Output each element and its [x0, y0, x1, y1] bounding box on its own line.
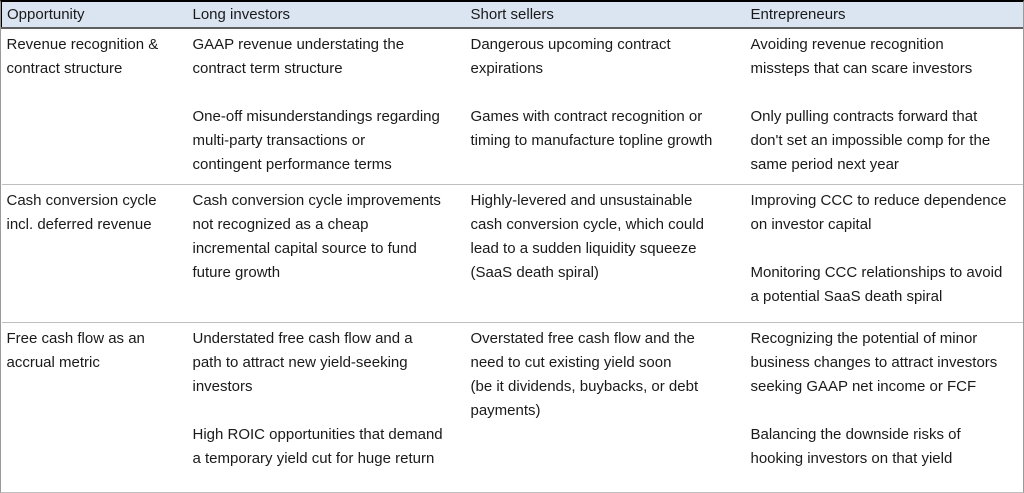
cell-paragraph: Cash conversion cycle incl. deferred rev… — [6, 191, 157, 233]
table-cell: Revenue recognition & contract structure — [2, 28, 188, 184]
cell-paragraph: Revenue recognition & contract structure — [6, 36, 159, 77]
header-short-sellers: Short sellers — [465, 2, 746, 29]
table-cell: Understated free cash flow and a path to… — [188, 322, 466, 488]
header-opportunity: Opportunity — [1, 2, 188, 29]
cell-paragraph: Monitoring CCC relationships to avoid a … — [750, 263, 1003, 305]
cell-paragraph: Free cash flow as an accrual metric — [6, 329, 145, 371]
cell-paragraph: GAAP revenue understating the contract t… — [192, 36, 405, 77]
table-row: Cash conversion cycle incl. deferred rev… — [1, 184, 1024, 322]
cell-paragraph: Improving CCC to reduce dependence on in… — [750, 191, 1007, 233]
cell-paragraph: High ROIC opportunities that demand a te… — [192, 425, 443, 467]
table-cell: Highly-levered and unsustainable cash co… — [466, 184, 746, 322]
table-cell: Overstated free cash flow and the need t… — [466, 322, 746, 488]
table-row: Revenue recognition & contract structure… — [1, 28, 1024, 184]
header-long-investors: Long investors — [187, 2, 466, 29]
cell-paragraph: Cash conversion cycle improvements not r… — [192, 191, 441, 281]
table-cell: Recognizing the potential of minor busin… — [746, 322, 1024, 488]
cell-paragraph: One-off misunderstandings regarding mult… — [192, 108, 440, 173]
table-row: Free cash flow as an accrual metric Under… — [2, 322, 1024, 488]
table-body: Revenue recognition & contract structure… — [1, 28, 1024, 488]
cell-paragraph: Understated free cash flow and a path to… — [192, 329, 413, 395]
cell-paragraph: Only pulling contracts forward that don'… — [750, 108, 991, 173]
table-cell: GAAP revenue understating the contract t… — [188, 28, 466, 184]
cell-paragraph: Dangerous upcoming contract expirations — [470, 36, 671, 77]
cell-paragraph: Balancing the downside risks of hooking … — [750, 425, 961, 467]
cell-paragraph: Games with contract recognition or timin… — [470, 108, 713, 149]
cell-paragraph: Highly-levered and unsustainable cash co… — [470, 191, 704, 281]
table-cell: Improving CCC to reduce dependence on in… — [746, 184, 1024, 322]
cell-paragraph: Overstated free cash flow and the need t… — [470, 329, 699, 419]
table-cell: Cash conversion cycle incl. deferred rev… — [2, 184, 188, 322]
cell-paragraph: Avoiding revenue recognition missteps th… — [750, 36, 973, 77]
cell-paragraph: Recognizing the potential of minor busin… — [750, 329, 998, 395]
table-cell: Avoiding revenue recognition missteps th… — [746, 28, 1024, 184]
table-cell: Cash conversion cycle improvements not r… — [188, 184, 466, 322]
header-row: Opportunity Long investors Short sellers… — [1, 2, 1023, 29]
header-entrepreneurs: Entrepreneurs — [745, 2, 1023, 29]
table-cell: Free cash flow as an accrual metric — [2, 322, 188, 488]
